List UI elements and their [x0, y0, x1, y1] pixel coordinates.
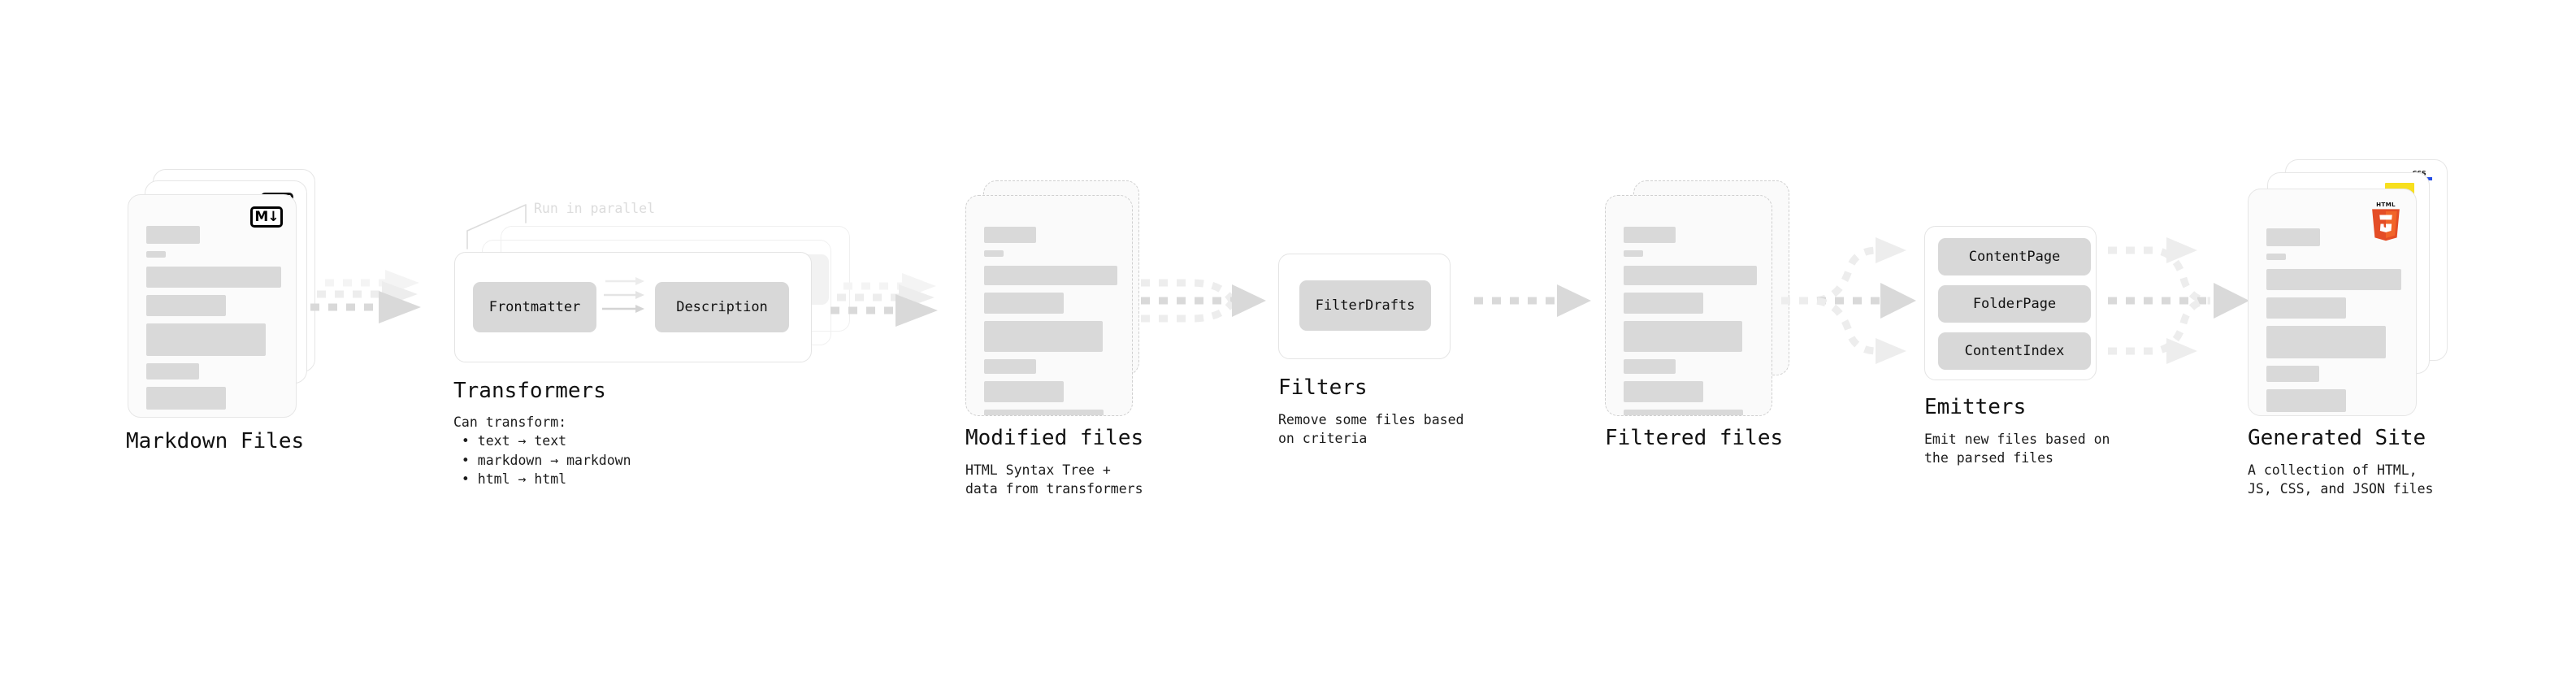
filters-subtitle: Remove some files based on criteria: [1278, 412, 1464, 447]
transformers-subtitle: Can transform: • text → text • markdown …: [453, 414, 631, 488]
modified-card-front: [965, 195, 1133, 416]
card-content-bars: [1624, 227, 1757, 415]
generated-site-title: Generated Site: [2248, 426, 2426, 450]
markdown-files-title: Markdown Files: [126, 429, 305, 453]
chip-folder-page[interactable]: FolderPage: [1938, 285, 2091, 323]
run-in-parallel-label: Run in parallel: [534, 201, 656, 216]
modified-files-subtitle: HTML Syntax Tree + data from transformer…: [965, 462, 1143, 497]
filters-group: FilterDrafts: [1278, 254, 1451, 359]
card-content-bars: [2266, 228, 2401, 415]
run-in-parallel-leader: [466, 202, 563, 250]
filtered-files-title: Filtered files: [1605, 426, 1784, 450]
filtered-card-front: [1605, 195, 1772, 416]
transformers-title: Transformers: [453, 379, 606, 403]
site-card-html: HTML: [2248, 189, 2417, 416]
arrow-filters-to-filtered: [1472, 284, 1602, 351]
arrow-filtered-to-emitters: [1780, 232, 1942, 371]
modified-files-title: Modified files: [965, 426, 1144, 450]
arrow-emitters-to-site: [2106, 232, 2269, 371]
chip-description[interactable]: Description: [655, 282, 789, 332]
emitters-subtitle: Emit new files based on the parsed files: [1924, 432, 2110, 466]
chip-frontmatter[interactable]: Frontmatter: [473, 282, 596, 332]
emitters-group: ContentPage FolderPage ContentIndex: [1924, 226, 2097, 380]
card-content-bars: [984, 227, 1117, 415]
filters-title: Filters: [1278, 375, 1368, 400]
arrow-markdown-to-transformers: [310, 268, 432, 358]
transformer-inner-arrows: [602, 276, 693, 341]
html5-icon: HTML: [2369, 201, 2403, 241]
generated-site-subtitle: A collection of HTML, JS, CSS, and JSON …: [2248, 462, 2434, 497]
arrow-modified-to-filters: [1138, 268, 1284, 366]
arrow-transformers-to-modified: [830, 273, 952, 364]
emitters-title: Emitters: [1924, 395, 2027, 419]
chip-content-index[interactable]: ContentIndex: [1938, 332, 2091, 370]
chip-filter-drafts[interactable]: FilterDrafts: [1299, 280, 1431, 331]
markdown-card-front: M↓: [128, 194, 297, 418]
transformer-group: Frontmatter Description: [454, 252, 812, 362]
card-content-bars: [146, 226, 281, 417]
chip-content-page[interactable]: ContentPage: [1938, 238, 2091, 275]
markdown-icon: M↓: [250, 206, 283, 228]
svg-text:HTML: HTML: [2376, 201, 2396, 208]
